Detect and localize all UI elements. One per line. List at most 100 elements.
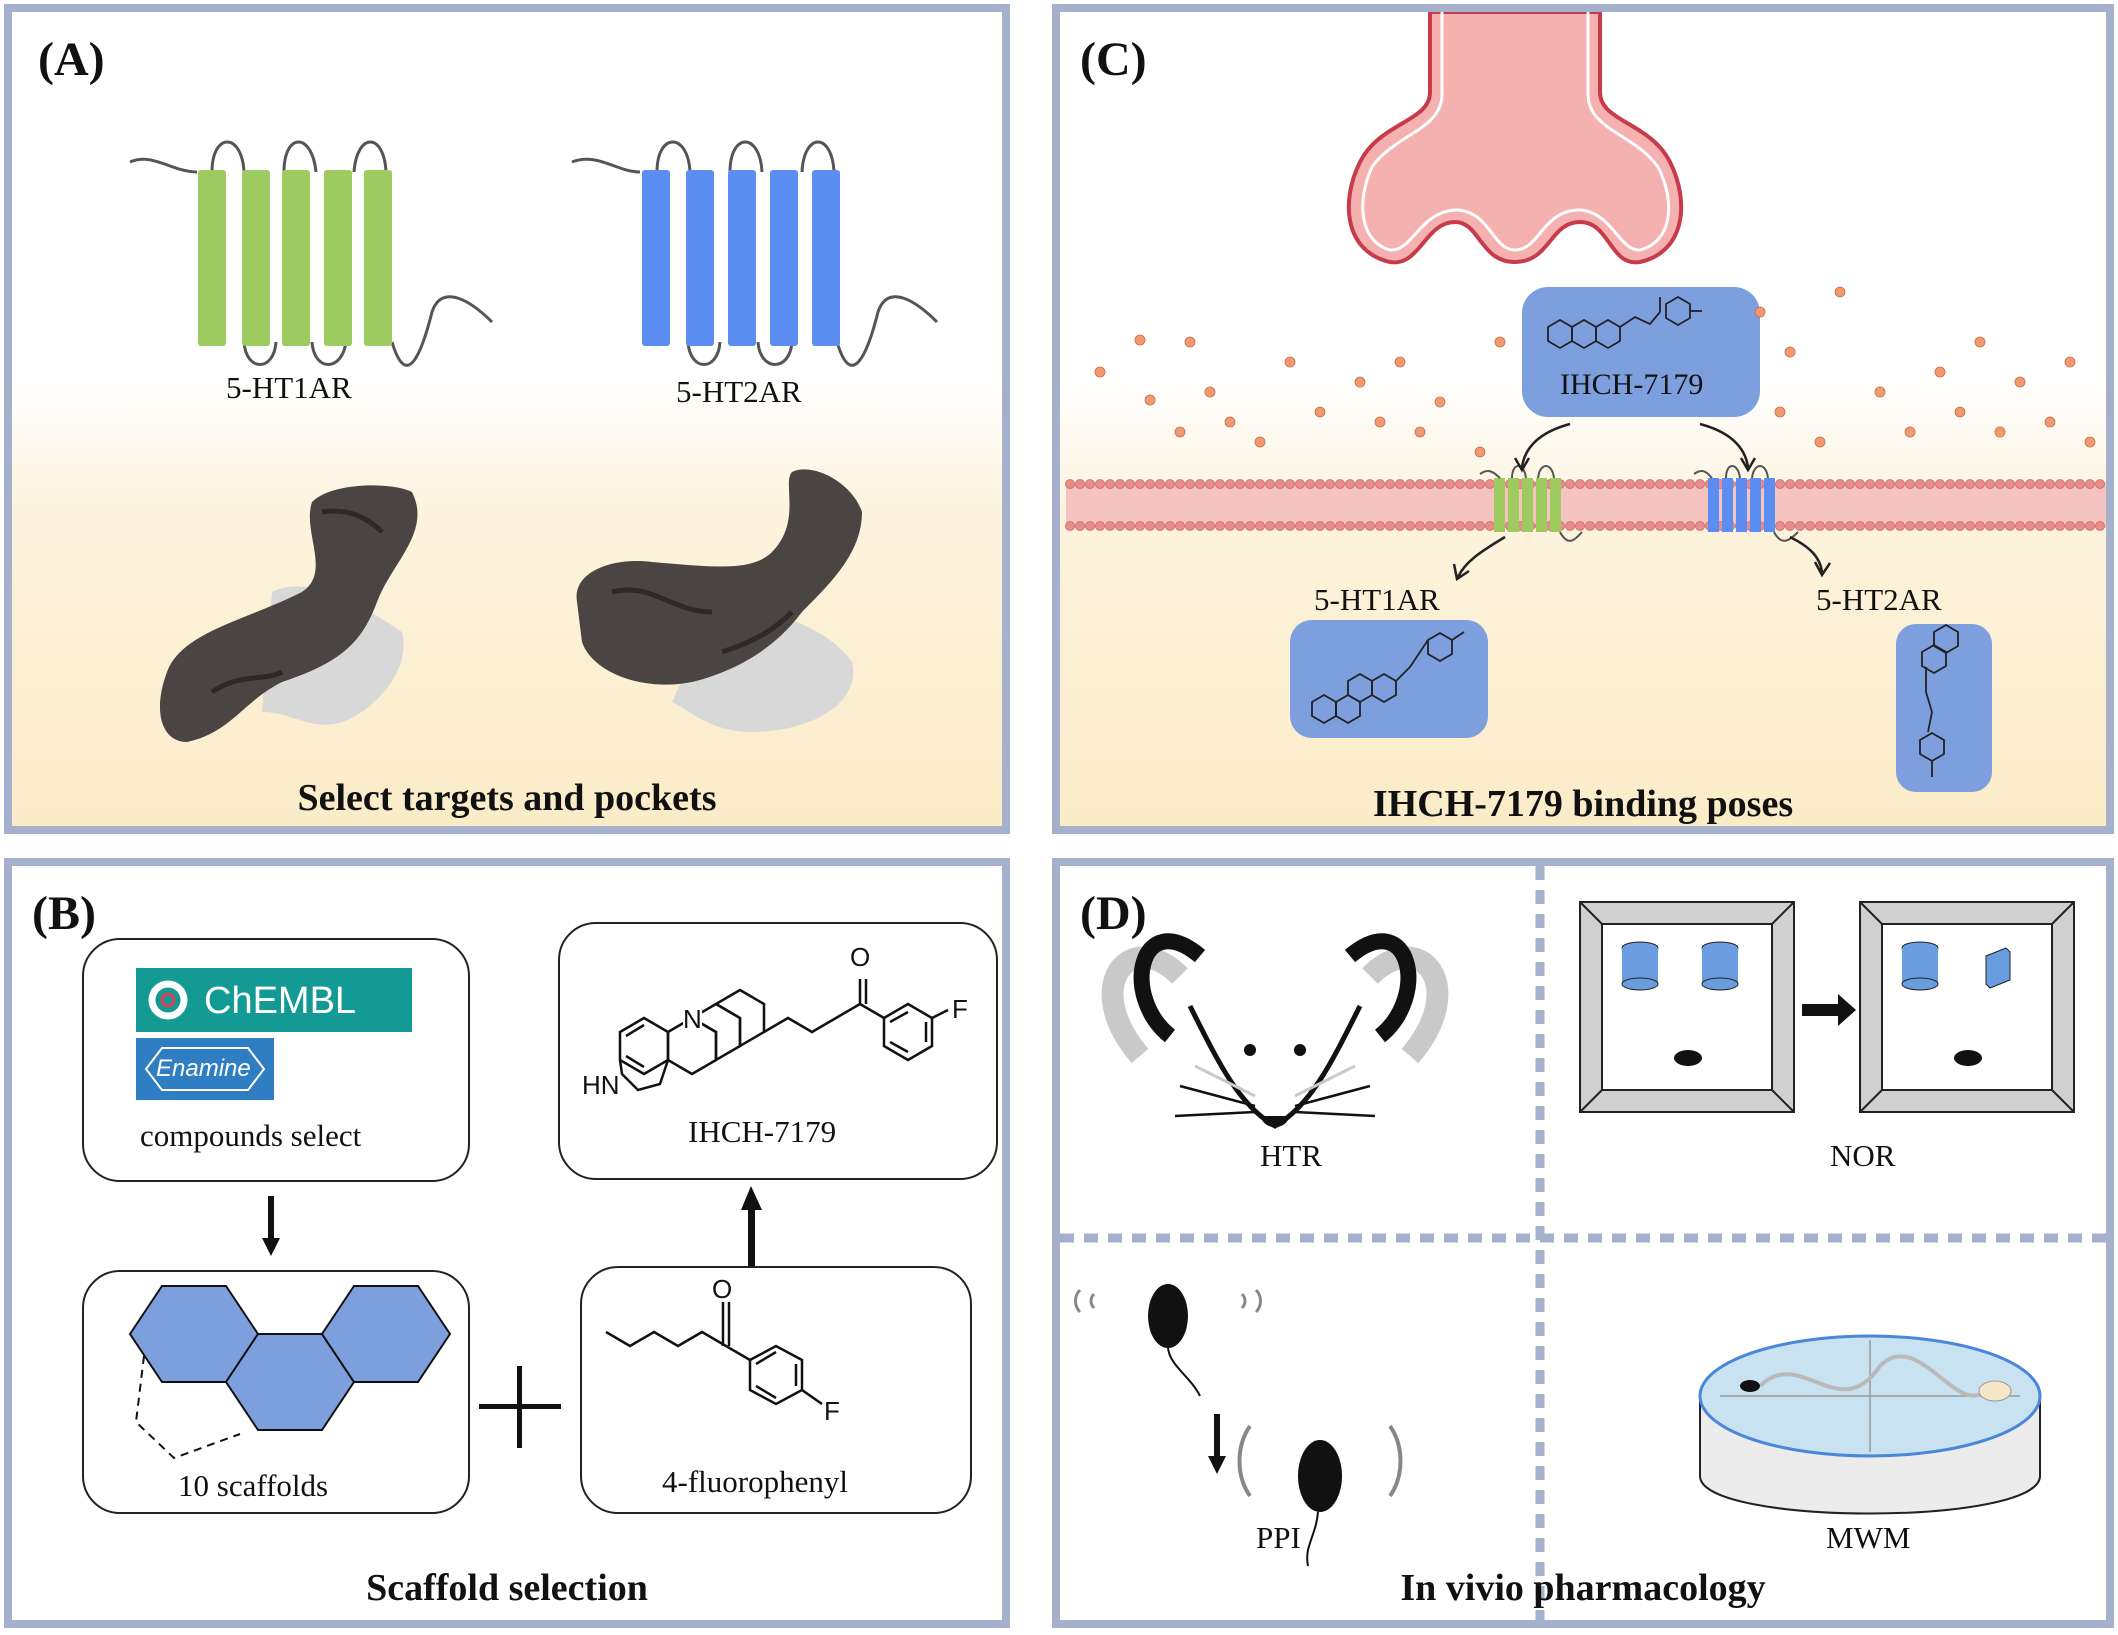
lipid-head: [1665, 479, 1675, 489]
lipid-head: [2095, 479, 2105, 489]
lipid-head: [1945, 479, 1955, 489]
lipid-head: [1325, 521, 1335, 531]
lipid-head: [1215, 479, 1225, 489]
lipid-head: [1245, 521, 1255, 531]
lipid-head: [1585, 479, 1595, 489]
nor-arena-1-icon: [1579, 901, 1795, 1113]
lipid-head: [1465, 479, 1475, 489]
ht1a-label: 5-HT1AR: [226, 370, 352, 405]
lipid-head: [1865, 521, 1875, 531]
lipid-head: [1885, 521, 1895, 531]
lipid-head: [1905, 521, 1915, 531]
panel-c-label: (C): [1080, 33, 1147, 86]
lipid-head: [1295, 521, 1305, 531]
neurotransmitter-dot: [1904, 426, 1916, 438]
lipid-head: [1415, 521, 1425, 531]
lipid-head: [1205, 521, 1215, 531]
neurotransmitter-dot: [1144, 394, 1156, 406]
lipid-head: [1955, 521, 1965, 531]
lipid-head: [1365, 479, 1375, 489]
lipid-head: [1215, 521, 1225, 531]
lipid-head: [1595, 479, 1605, 489]
neurotransmitter-dot: [1814, 436, 1826, 448]
lipid-head: [1155, 479, 1165, 489]
lipid-head: [1405, 479, 1415, 489]
lipid-head: [1405, 521, 1415, 531]
lipid-head: [1345, 521, 1355, 531]
lipid-head: [1225, 479, 1235, 489]
ht2a-pose-label: 5-HT2AR: [1816, 582, 1942, 617]
lipid-head: [1165, 521, 1175, 531]
lipid-head: [1245, 479, 1255, 489]
lipid-head: [2065, 479, 2075, 489]
neurotransmitter-dot: [1784, 346, 1796, 358]
lipid-head: [1595, 521, 1605, 531]
ligand-structure-icon: [1547, 295, 1702, 350]
nor-label: NOR: [1830, 1138, 1896, 1173]
chembl-logo-text: ChEMBL: [204, 980, 357, 1022]
lipid-head: [1655, 521, 1665, 531]
lipid-head: [1395, 521, 1405, 531]
lipid-head: [1255, 521, 1265, 531]
lipid-head: [1825, 479, 1835, 489]
lipid-head: [1285, 521, 1295, 531]
neurotransmitter-dot: [1474, 446, 1486, 458]
lipid-head: [1865, 479, 1875, 489]
lipid-head: [1135, 479, 1145, 489]
neurotransmitter-dot: [1754, 306, 1766, 318]
lipid-head: [1795, 479, 1805, 489]
lipid-head: [1565, 479, 1575, 489]
lipid-head: [2075, 521, 2085, 531]
nor-arrow-icon: [1802, 994, 1856, 1026]
lipid-head: [1195, 479, 1205, 489]
chembl-logo: ChEMBL: [136, 968, 412, 1032]
ht2a-pose-structure-icon: [1919, 623, 1959, 777]
lipid-head: [1125, 521, 1135, 531]
neurotransmitter-dot: [1174, 426, 1186, 438]
lipid-head: [1305, 479, 1315, 489]
lipid-head: [1275, 521, 1285, 531]
panel-d: (D): [1052, 858, 2114, 1628]
fragment-label: 4-fluorophenyl: [662, 1464, 848, 1499]
lipid-head: [1425, 479, 1435, 489]
ht2a-label: 5-HT2AR: [676, 374, 802, 409]
ht2a-pocket-icon: [576, 469, 862, 732]
lipid-head: [1925, 479, 1935, 489]
lipid-head: [1815, 479, 1825, 489]
lipid-head: [1975, 479, 1985, 489]
lipid-head: [1455, 521, 1465, 531]
neurotransmitter-dot: [1494, 336, 1506, 348]
scaffold-hexagons-icon: [128, 1285, 452, 1460]
lipid-head: [1315, 521, 1325, 531]
lipid-head: [1675, 479, 1685, 489]
neurotransmitter-dot: [1834, 286, 1846, 298]
lipid-head: [1255, 479, 1265, 489]
neurotransmitter-dot: [1254, 436, 1266, 448]
enamine-logo-icon: [144, 1047, 266, 1091]
lipid-head: [1085, 521, 1095, 531]
lipid-head: [1115, 479, 1125, 489]
receptor-illustrations: [129, 140, 939, 742]
panel-b-caption: Scaffold selection: [366, 1567, 648, 1609]
lipid-head: [1065, 479, 1075, 489]
lipid-head: [2045, 479, 2055, 489]
fragment-box: O F 4-fluorophenyl: [580, 1266, 972, 1514]
fragment-structure-icon: [605, 1302, 823, 1406]
neurotransmitter-dot: [1374, 416, 1386, 428]
lipid-head: [1775, 479, 1785, 489]
down-arrow-icon: [262, 1196, 280, 1256]
lipid-head: [1955, 479, 1965, 489]
lipid-head: [1435, 521, 1445, 531]
lipid-head: [1935, 479, 1945, 489]
panel-a: (A): [4, 4, 1010, 834]
lipid-head: [1065, 521, 1075, 531]
lipid-head: [2055, 479, 2065, 489]
lipid-head: [1805, 521, 1815, 531]
enamine-logo-text: Enamine: [156, 1055, 251, 1082]
lipid-head: [1375, 521, 1385, 531]
panel-d-caption: In vivio pharmacology: [1400, 1567, 1766, 1609]
compounds-select-box: ChEMBL Enamine compounds select: [82, 938, 470, 1182]
lipid-head: [2085, 479, 2095, 489]
lipid-head: [1265, 479, 1275, 489]
lipid-head: [2085, 521, 2095, 531]
